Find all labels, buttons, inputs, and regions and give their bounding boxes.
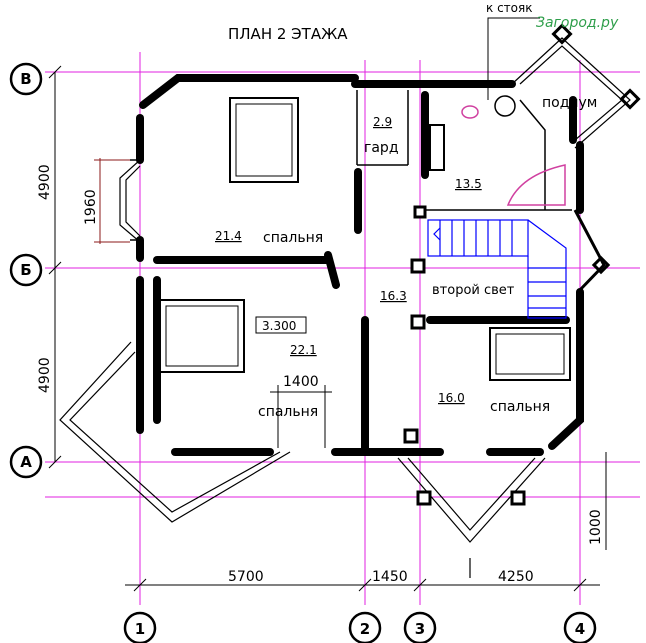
column: [413, 205, 427, 219]
podium-column-top: [551, 23, 573, 45]
furniture: [159, 97, 571, 381]
podium-bay-inner: [519, 45, 623, 141]
stair-landing: [527, 219, 567, 319]
dim-door: 1400: [283, 374, 319, 390]
dim-left-1: 4900: [37, 164, 53, 200]
dim-bottom-1: 5700: [228, 569, 264, 585]
dim-tick: [133, 578, 147, 592]
riser-leader: [487, 17, 540, 100]
bay-window-outer: [119, 159, 141, 243]
bay-window-inner: [125, 165, 141, 237]
dim-balcony: 1000: [588, 509, 604, 545]
dimension-lines: [48, 65, 607, 592]
bath-fixtures: [461, 105, 566, 206]
column: [510, 490, 526, 506]
bedroom1-area: 21.4: [215, 229, 242, 243]
dim-bay: 1960: [83, 189, 99, 225]
dim-left-2: 4900: [37, 357, 53, 393]
axis-label-row-top: В: [20, 70, 31, 88]
staircase: [427, 219, 567, 319]
wardrobe-name: гард: [364, 140, 399, 156]
axis-bubble-col-3: [403, 611, 437, 643]
axis-label-row-bot: А: [20, 453, 32, 471]
columns: [403, 205, 526, 506]
axis-label-col-3: 3: [415, 620, 425, 638]
bedroom2-area: 22.1: [290, 343, 317, 357]
bedroom1-name: спальня: [263, 230, 323, 246]
dim-tick: [48, 455, 62, 469]
wall-hall-diag: [324, 251, 340, 289]
dim-tick: [48, 261, 62, 275]
partitions: [130, 90, 572, 241]
bathtub: [506, 164, 566, 206]
axis-label-col-1: 1: [135, 620, 145, 638]
watermark: Загород.ру: [536, 15, 619, 31]
bottom-balcony-outline: [397, 457, 546, 543]
bed-bedroom3-inner: [495, 333, 565, 375]
left-balcony-inner: [69, 351, 281, 513]
podium-name: подиум: [542, 95, 597, 111]
dim-tick: [48, 65, 62, 79]
column: [416, 490, 432, 506]
column: [410, 314, 426, 330]
podium-column-right: [619, 88, 641, 110]
page-title: ПЛАН 2 ЭТАЖА: [228, 25, 348, 43]
dim-tick: [573, 578, 587, 592]
bay-column-right: [591, 255, 611, 275]
level-mark: 3.300: [262, 319, 296, 333]
wardrobe-cabinet: [429, 124, 445, 171]
bedroom2-name: спальня: [258, 404, 318, 420]
axis-label-col-2: 2: [360, 620, 370, 638]
level-box: [255, 316, 307, 334]
wall-top-left: [139, 74, 359, 109]
bottom-balcony-inner: [407, 457, 536, 531]
hall-area: 16.3: [380, 289, 407, 303]
dim-tick: [413, 578, 427, 592]
second-light-name: второй свет: [432, 283, 515, 298]
axis-label-col-4: 4: [575, 620, 585, 638]
dim-tick: [358, 578, 372, 592]
bath-area: 13.5: [455, 177, 482, 191]
axis-bubble-col-1: [123, 611, 157, 643]
axis-bubbles: [9, 62, 597, 643]
balconies: [59, 341, 546, 578]
right-bay-wall: [573, 209, 606, 294]
partition-bath-diagonal: [519, 99, 546, 210]
axis-bubble-col-2: [348, 611, 382, 643]
riser-note: к стояк: [486, 1, 532, 15]
wardrobe-area: 2.9: [373, 115, 392, 129]
axis-bubble-row-bot: [9, 445, 43, 479]
axis-bubble-row-top: [9, 62, 43, 96]
bed-bedroom1-inner: [235, 103, 293, 177]
toilet: [461, 105, 479, 119]
left-balcony-outline: [59, 341, 291, 523]
bay-window-left: [119, 159, 141, 243]
dim-bottom-2: 1450: [372, 569, 408, 585]
stair-outline: [427, 219, 529, 257]
axis-bubble-col-4: [563, 611, 597, 643]
bedroom3-name: спальня: [490, 399, 550, 415]
axis-bubble-row-mid: [9, 253, 43, 287]
sink: [494, 95, 516, 117]
walls: [136, 74, 584, 456]
bedroom3-area: 16.0: [438, 391, 465, 405]
bed-bedroom2-inner: [165, 305, 239, 367]
column: [403, 428, 419, 444]
podium-bay-outer: [511, 37, 631, 149]
column: [410, 258, 426, 274]
wall-right-lower: [548, 288, 584, 450]
bay-dimension: [94, 158, 130, 244]
stair-arrow: [433, 227, 441, 241]
podium-bay: [511, 23, 641, 294]
axis-label-row-mid: Б: [20, 261, 31, 279]
dim-bottom-3: 4250: [498, 569, 534, 585]
